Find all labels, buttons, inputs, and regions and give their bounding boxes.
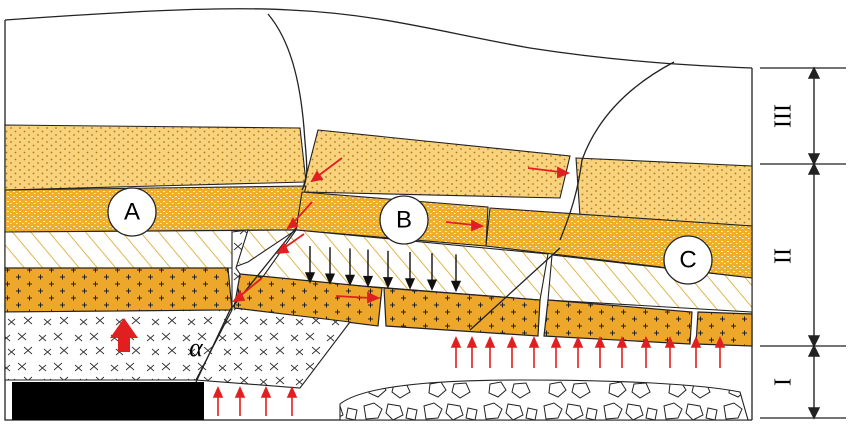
hatched-layer	[4, 229, 753, 313]
down-arrow-icon	[426, 253, 438, 291]
down-arrow-icon	[344, 248, 356, 287]
up-arrow-icon	[616, 336, 628, 368]
upward-support-arrows	[212, 336, 726, 416]
block-c-marker: C	[663, 235, 713, 285]
down-arrow-icon	[304, 246, 316, 284]
up-arrow-icon	[260, 386, 272, 416]
caved-rubble-zone	[339, 379, 749, 421]
dip-angle-label: α	[189, 333, 204, 362]
block-b-marker: B	[379, 195, 429, 245]
up-arrow-icon	[572, 336, 584, 368]
down-arrow-icon	[450, 254, 462, 293]
down-arrow-icon	[382, 250, 394, 289]
zone-label-i: I	[768, 378, 794, 386]
block-a-marker: A	[107, 187, 157, 237]
up-arrow-icon	[450, 336, 462, 368]
up-arrow-icon	[234, 386, 246, 416]
zone-extent-arrows	[807, 66, 821, 420]
coal-seam	[12, 382, 204, 420]
block-b-label: B	[396, 206, 412, 233]
up-arrow-icon	[286, 386, 298, 416]
up-arrow-icon	[664, 336, 676, 368]
up-arrow-icon	[466, 336, 478, 368]
downward-load-arrows	[304, 246, 462, 293]
up-arrow-icon	[212, 386, 224, 416]
up-arrow-icon	[594, 336, 606, 368]
zone-dividers	[760, 67, 846, 419]
up-arrow-icon	[640, 336, 652, 368]
down-arrow-icon	[404, 252, 416, 290]
big-upward-arrow-icon	[110, 318, 138, 352]
block-c-label: C	[679, 246, 696, 273]
block-a-label: A	[124, 198, 140, 225]
down-arrow-icon	[362, 249, 374, 288]
slip-arrows	[232, 157, 571, 304]
plus-marked-layer	[4, 267, 753, 347]
up-arrow-icon	[528, 336, 540, 368]
zone-label-iii: III	[768, 104, 794, 128]
up-arrow-icon	[484, 336, 496, 368]
up-arrow-icon	[714, 336, 726, 368]
down-arrow-icon	[324, 247, 336, 285]
up-arrow-icon	[550, 336, 562, 368]
fracture-lines	[195, 13, 675, 383]
up-arrow-icon	[506, 336, 518, 368]
zone-label-ii: II	[768, 248, 794, 264]
upper-sandstone-layer	[4, 124, 753, 227]
up-arrow-icon	[690, 336, 702, 368]
